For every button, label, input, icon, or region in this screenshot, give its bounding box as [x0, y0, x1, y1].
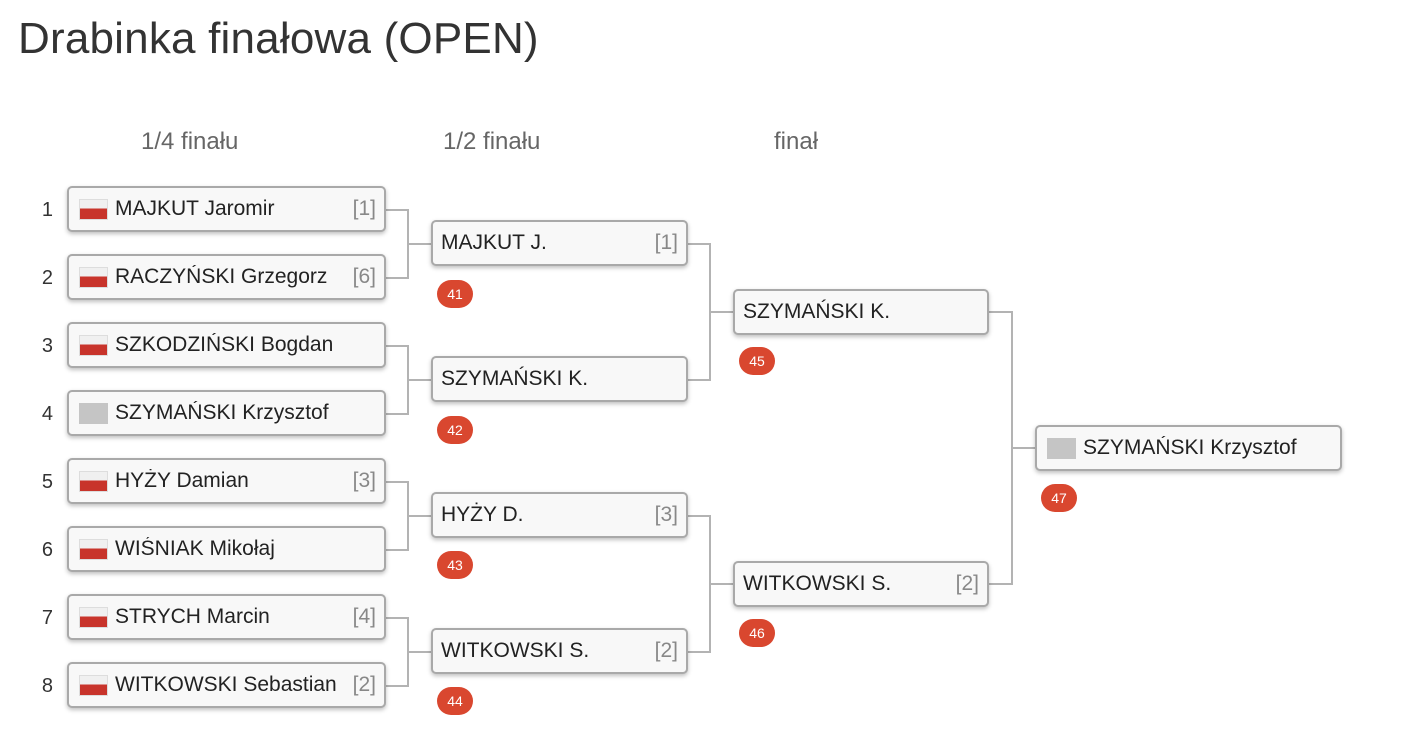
round-label-quarterfinals: 1/4 finału	[141, 128, 239, 155]
seed-label: [1]	[654, 231, 678, 254]
quarterfinal-player-2[interactable]: RACZYŃSKI Grzegorz [6]	[67, 254, 386, 300]
player-name: STRYCH Marcin	[115, 605, 270, 628]
player-name: WITKOWSKI Sebastian	[115, 673, 337, 696]
player-name: HYŻY D.	[441, 503, 524, 526]
poland-flag-icon	[79, 266, 108, 288]
player-name: MAJKUT J.	[441, 231, 547, 254]
semifinal-player-4[interactable]: WITKOWSKI S. [2]	[431, 628, 688, 674]
winner-name: SZYMAŃSKI Krzysztof	[1083, 436, 1297, 459]
match-number-badge[interactable]: 46	[739, 619, 775, 647]
seed-label: [3]	[352, 469, 376, 492]
match-number-badge[interactable]: 43	[437, 551, 473, 579]
position-number: 7	[41, 607, 53, 629]
page-title: Drabinka finałowa (OPEN)	[18, 14, 539, 63]
quarterfinal-player-6[interactable]: WIŚNIAK Mikołaj	[67, 526, 386, 572]
round-label-final: finał	[774, 128, 819, 155]
poland-flag-icon	[79, 606, 108, 628]
player-name: HYŻY Damian	[115, 469, 249, 492]
player-name: WIŚNIAK Mikołaj	[115, 537, 275, 560]
player-name: SZKODZIŃSKI Bogdan	[115, 333, 334, 356]
position-number: 5	[41, 471, 53, 493]
player-name: SZYMAŃSKI K.	[743, 300, 891, 323]
quarterfinal-player-5[interactable]: HYŻY Damian [3]	[67, 458, 386, 504]
blank-flag-icon	[79, 402, 108, 424]
position-number: 2	[41, 267, 53, 289]
semifinal-player-1[interactable]: MAJKUT J. [1]	[431, 220, 688, 266]
poland-flag-icon	[79, 674, 108, 696]
final-player-1[interactable]: SZYMAŃSKI K.	[733, 289, 989, 335]
poland-flag-icon	[79, 334, 108, 356]
poland-flag-icon	[79, 538, 108, 560]
winner-box[interactable]: SZYMAŃSKI Krzysztof	[1035, 425, 1342, 471]
poland-flag-icon	[79, 198, 108, 220]
player-name: SZYMAŃSKI K.	[441, 367, 589, 390]
seed-label: [2]	[654, 639, 678, 662]
seed-label: [3]	[654, 503, 678, 526]
quarterfinal-player-8[interactable]: WITKOWSKI Sebastian [2]	[67, 662, 386, 708]
blank-flag-icon	[1047, 437, 1076, 459]
seed-label: [1]	[352, 197, 376, 220]
seed-label: [6]	[352, 265, 376, 288]
seed-label: [4]	[352, 605, 376, 628]
match-number-badge[interactable]: 47	[1041, 484, 1077, 512]
match-number-badge[interactable]: 45	[739, 347, 775, 375]
position-number: 1	[41, 199, 53, 221]
position-number: 4	[41, 403, 53, 425]
position-number: 3	[41, 335, 53, 357]
quarterfinal-player-7[interactable]: STRYCH Marcin [4]	[67, 594, 386, 640]
poland-flag-icon	[79, 470, 108, 492]
round-label-semifinals: 1/2 finału	[443, 128, 541, 155]
match-number-badge[interactable]: 41	[437, 280, 473, 308]
quarterfinal-player-3[interactable]: SZKODZIŃSKI Bogdan	[67, 322, 386, 368]
player-name: WITKOWSKI S.	[441, 639, 590, 662]
seed-label: [2]	[352, 673, 376, 696]
semifinal-player-3[interactable]: HYŻY D. [3]	[431, 492, 688, 538]
semifinal-player-2[interactable]: SZYMAŃSKI K.	[431, 356, 688, 402]
position-number: 6	[41, 539, 53, 561]
seed-label: [2]	[955, 572, 979, 595]
final-player-2[interactable]: WITKOWSKI S. [2]	[733, 561, 989, 607]
quarterfinal-player-1[interactable]: MAJKUT Jaromir [1]	[67, 186, 386, 232]
player-name: MAJKUT Jaromir	[115, 197, 275, 220]
player-name: WITKOWSKI S.	[743, 572, 892, 595]
match-number-badge[interactable]: 42	[437, 416, 473, 444]
player-name: SZYMAŃSKI Krzysztof	[115, 401, 329, 424]
match-number-badge[interactable]: 44	[437, 687, 473, 715]
position-number: 8	[41, 675, 53, 697]
quarterfinal-player-4[interactable]: SZYMAŃSKI Krzysztof	[67, 390, 386, 436]
player-name: RACZYŃSKI Grzegorz	[115, 265, 328, 288]
